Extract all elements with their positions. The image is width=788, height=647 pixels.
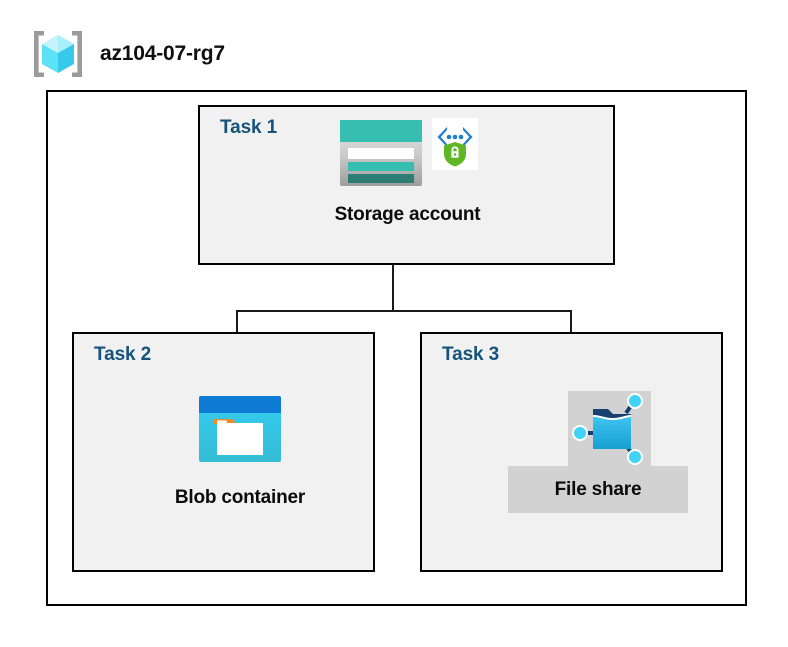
resource-group-icon [30,28,86,80]
task-2-label: Task 2 [94,344,152,365]
storage-account-icon-group [338,118,478,188]
blob-container-caption: Blob container [174,487,306,508]
resource-group-header: az104-07-rg7 [30,28,225,80]
page-title: az104-07-rg7 [100,42,225,65]
node-file-share[interactable]: File share [508,391,688,513]
file-share-icon [571,392,643,465]
connector-task1-trunk [392,227,394,311]
file-share-icon-highlight [568,391,651,466]
storage-account-caption: Storage account [334,204,481,225]
file-share-caption-highlight: File share [508,466,688,513]
storage-account-icon [339,120,422,186]
task-1-label: Task 1 [220,117,278,138]
connector-bus [236,310,572,312]
blob-container-icon [199,396,281,462]
node-blob-container[interactable]: Blob container [150,393,330,509]
managed-identity-icon [431,118,478,170]
node-storage-account[interactable]: Storage account [295,118,520,226]
resource-group-boundary [46,90,747,606]
file-share-caption: File share [554,478,642,500]
task-3-label: Task 3 [442,344,500,365]
